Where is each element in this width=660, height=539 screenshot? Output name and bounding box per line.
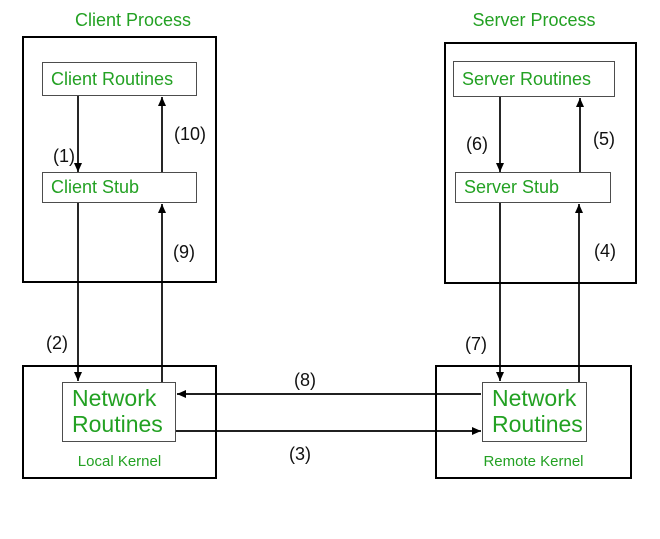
step-label-3: (3) [289,444,311,464]
step-label-8: (8) [294,370,316,390]
client-stub-label: Client Stub [51,177,140,197]
server-stub-label: Server Stub [464,177,560,197]
network-routines-remote-label: Network Routines [483,383,583,437]
remote-kernel-label: Remote Kernel [483,453,584,470]
server-routines-label: Server Routines [462,68,592,89]
step-label-7: (7) [465,334,487,354]
client-process-title: Client Process [74,10,192,30]
client-process-box [22,36,217,283]
local-kernel-label: Local Kernel [77,453,162,470]
remote-kernel-box: Remote Kernel [435,365,632,479]
step-label-2: (2) [46,333,68,353]
client-routines-box: Client Routines [42,62,197,96]
server-process-title: Server Process [472,10,596,30]
network-routines-remote-box: Network Routines [482,382,587,442]
network-local-line2: Routines [72,411,163,437]
network-routines-local-label: Network Routines [63,383,163,437]
server-stub-box: Server Stub [455,172,611,203]
step-label-6: (6) [466,134,488,154]
step-label-4: (4) [594,241,616,261]
client-routines-label: Client Routines [51,68,174,89]
server-routines-box: Server Routines [453,61,615,97]
network-routines-local-box: Network Routines [62,382,176,442]
step-label-9: (9) [173,242,195,262]
step-label-5: (5) [593,129,615,149]
step-label-10: (10) [173,124,206,144]
network-local-line1: Network [72,385,157,411]
server-process-box [444,42,637,284]
step-label-1: (1) [53,146,75,166]
network-remote-line2: Routines [492,411,583,437]
network-remote-line1: Network [492,385,577,411]
local-kernel-box: Local Kernel [22,365,217,479]
client-stub-box: Client Stub [42,172,197,203]
